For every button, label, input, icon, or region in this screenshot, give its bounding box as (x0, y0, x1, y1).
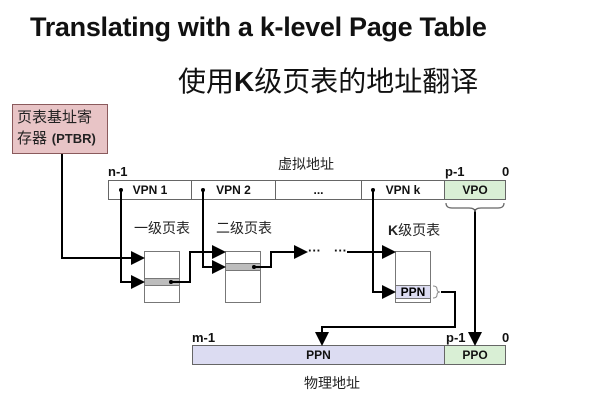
vpn2-field: VPN 2 (191, 180, 276, 200)
level2-page-table (225, 251, 261, 303)
levelk-pte-ppn: PPN (396, 285, 430, 299)
pa-zero-label: 0 (502, 330, 510, 345)
subtitle-part: 使用 (178, 65, 235, 98)
ptbr-label-line1: 页表基址寄 (17, 108, 93, 126)
levelk-label-rest: 级页表 (398, 223, 441, 239)
subtitle-part: K (234, 66, 255, 97)
level1-to-level2-arrow (171, 245, 226, 283)
ptbr-to-level1-arrow (61, 154, 145, 265)
vpnk-to-levelk-arrow (372, 190, 396, 299)
level2-pte (226, 263, 260, 271)
ppn-brace (432, 285, 441, 299)
vpo-field: VPO (444, 180, 506, 200)
vpn2-to-level2-arrow (202, 190, 226, 274)
vpnk-dot (371, 188, 375, 192)
slide-title: Translating with a k-level Page Table (30, 12, 487, 42)
ptbr-label-en: (PTBR) (51, 131, 96, 146)
level1-table-label: 一级页表 (134, 221, 190, 237)
level2-to-next-arrow (254, 245, 308, 268)
va-zero-label: 0 (502, 164, 510, 179)
ptbr-label-cn: 存器 (17, 129, 52, 147)
subtitle-part: 级页表的地址翻译 (254, 65, 479, 98)
pa-msb-label: m-1 (192, 330, 216, 345)
vpn1-dot (119, 188, 123, 192)
level1-pte (145, 278, 179, 286)
vpn1-to-level1-arrow (120, 190, 145, 289)
vpo-brace (445, 202, 505, 213)
vpn2-dot (201, 188, 205, 192)
va-msb-label: n-1 (108, 164, 128, 179)
physical-address-label: 物理地址 (304, 376, 360, 392)
level1-page-table (144, 251, 180, 303)
va-p-label: p-1 (445, 164, 465, 179)
pa-p-label: p-1 (446, 330, 466, 345)
virtual-address-label: 虚拟地址 (278, 157, 334, 173)
slide-subtitle: 使用K级页表的地址翻译 (178, 60, 478, 100)
vpn1-field: VPN 1 (108, 180, 192, 200)
ppo-field: PPO (444, 345, 506, 365)
ellipsis-2: ··· (334, 243, 347, 258)
ellipsis-1: ··· (308, 243, 321, 258)
levelk-table-label: K级页表 (388, 220, 440, 240)
vpnk-field: VPN k (361, 180, 445, 200)
level2-entry-dot (252, 265, 256, 269)
levelk-page-table: PPN (395, 251, 431, 303)
level1-entry-dot (169, 280, 173, 284)
ppn-to-pa-arrow (315, 291, 456, 346)
vpn-ellipsis-field: ... (275, 180, 362, 200)
ptbr-label-line2: 存器 (PTBR) (17, 128, 103, 149)
level2-table-label: 二级页表 (216, 221, 272, 237)
ptbr-register: 页表基址寄 存器 (PTBR) (12, 104, 108, 154)
levelk-label-k: K (388, 222, 399, 238)
